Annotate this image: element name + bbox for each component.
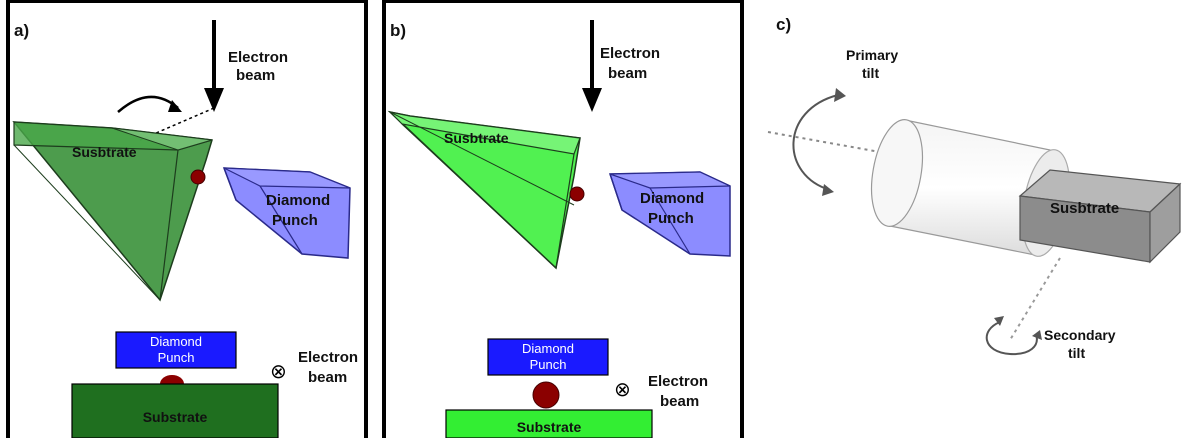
panel-c-secondary-axis — [1009, 257, 1061, 341]
panel-a-punch-3d-label-1: Diamond — [266, 192, 330, 209]
panel-a-substrate-box-label: Substrate — [143, 409, 208, 425]
panel-a-beam-label-1: Electron — [228, 49, 288, 66]
panel-c-primary-arrowhead-top — [834, 88, 846, 102]
panel-b-frame — [382, 0, 744, 438]
panel-a-side-beam-label-1: Electron — [298, 349, 358, 366]
panel-a-punch-3d — [222, 167, 351, 259]
panel-b-side-beam-label-2: beam — [660, 393, 699, 410]
panel-c-secondary-arrowhead-right — [1032, 330, 1042, 340]
panel-a-substrate-box — [71, 383, 279, 438]
panel-a-beam-into-page-icon: ⊗ — [270, 359, 287, 383]
panel-a-ball-3d — [190, 169, 206, 185]
panel-b-punch-box-label-2: Punch — [530, 357, 567, 372]
panel-b-punch-box — [487, 338, 609, 376]
panel-a-side-beam-label-2: beam — [308, 369, 347, 386]
panel-a-substrate-3d — [12, 121, 213, 302]
panel-b-beam-arrowhead — [582, 88, 602, 112]
panel-b-letter: b) — [390, 21, 406, 40]
panel-b-beam-into-page-icon: ⊗ — [614, 377, 631, 401]
panel-c-secondary-arrowhead-left — [994, 316, 1004, 326]
panel-b-beam-label-1: Electron — [600, 45, 660, 62]
panel-a-letter: a) — [14, 21, 29, 40]
panel-b-substrate-3d-label: Susbtrate — [444, 130, 509, 146]
panel-a-rotation-arrowhead — [168, 100, 182, 112]
panel-a-punch-box — [115, 331, 237, 369]
panel-b-punch-3d-label-1: Diamond — [640, 190, 704, 207]
panel-b-ball — [532, 381, 560, 409]
panel-a-punch-box-label-1: Diamond — [150, 334, 202, 349]
panel-c-primary-label-1: Primary — [846, 47, 898, 63]
panel-c-primary-tilt-icon — [792, 94, 839, 191]
panel-c-primary-arrowhead-bottom — [822, 184, 834, 196]
panel-c-primary-label-2: tilt — [862, 65, 879, 81]
panel-c-letter: c) — [776, 15, 791, 34]
panel-b-substrate-3d — [387, 110, 581, 270]
panel-c-secondary-label-1: Secondary — [1044, 327, 1116, 343]
panel-c-secondary-tilt-icon — [985, 321, 1038, 356]
panel-a-beam-label-2: beam — [236, 67, 275, 84]
panel-a-punch-3d-label-2: Punch — [272, 212, 318, 229]
panel-c-primary-axis — [767, 131, 881, 153]
panel-b-punch-3d-label-2: Punch — [648, 210, 694, 227]
panel-a-frame — [6, 0, 368, 438]
panel-c-secondary-label-2: tilt — [1068, 345, 1085, 361]
panel-b-side-beam-label-1: Electron — [648, 373, 708, 390]
panel-a-punch-box-label-2: Punch — [158, 350, 195, 365]
panel-b-ball-3d — [569, 186, 585, 202]
panel-b-beam-label-2: beam — [608, 65, 647, 82]
panel-b-substrate-box — [445, 409, 653, 438]
panel-c-substrate-slab — [1018, 169, 1182, 264]
panel-b-punch-3d — [608, 171, 731, 257]
panel-a-substrate-3d-label: Susbtrate — [72, 144, 137, 160]
panel-b-substrate-box-label: Substrate — [517, 419, 582, 435]
panel-b-punch-box-label-1: Diamond — [522, 341, 574, 356]
panel-a-beam-arrowhead — [204, 88, 224, 112]
panel-c-substrate-label: Susbtrate — [1050, 200, 1119, 217]
